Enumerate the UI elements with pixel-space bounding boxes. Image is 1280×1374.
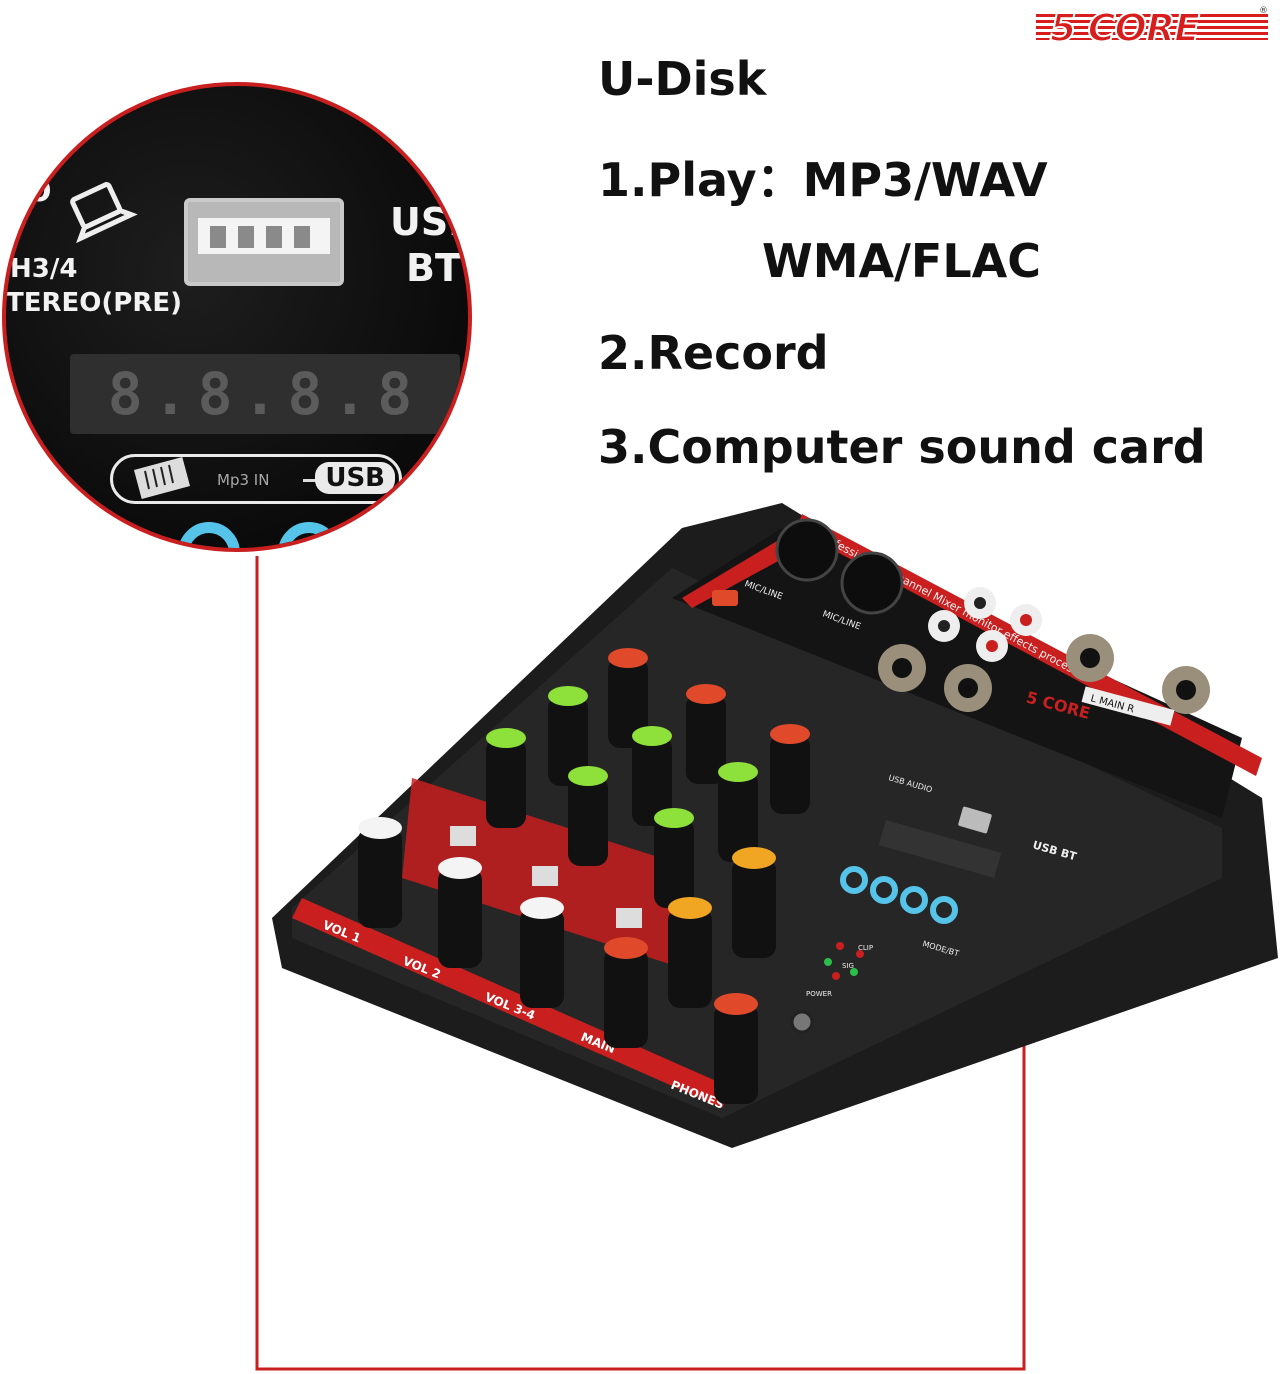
knob-red [770,724,810,814]
zoom-label-stereo: TEREO(PRE) [6,288,182,318]
knob-white [438,857,482,968]
mixer-small-icon [133,457,191,499]
zoom-bt-label: BT [406,246,461,290]
usb-badge: USB [315,462,395,494]
title-heading: U-Disk [598,52,767,106]
usb-port [184,198,344,286]
knob-red [608,648,648,748]
knob-red [604,937,648,1048]
knob-red [714,993,758,1104]
knob-green [632,726,672,826]
cyan-button [178,522,240,548]
mp3-usb-pill: Mp3 IN USB [110,454,402,504]
cyan-button [278,522,340,548]
knob-green [486,728,526,828]
record-heading: 2.Record [598,326,829,380]
knob-green [654,808,694,908]
knob-orange [732,847,776,958]
sig-label: SIG [842,962,854,970]
zoom-detail-circle: O H3/4 TEREO(PRE) USB BT 8.8.8.8 Mp3 IN … [2,82,472,552]
knob-white [520,897,564,1008]
mp3-in-label: Mp3 IN [217,471,270,489]
zoom-label-o: O [26,174,52,209]
knob-green [568,766,608,866]
play-heading: 1.Play：MP3/WAV [598,153,1048,207]
play-formats-heading: WMA/FLAC [762,234,1042,288]
power-label: POWER [806,990,832,998]
audio-mixer-device: Professional 4-Channel Mixer monitor eff… [272,503,1278,1148]
led-display: 8.8.8.8 [70,354,460,434]
sound-card-heading: 3.Computer sound card [598,420,1206,474]
knob-green [548,686,588,786]
logo-stripes [1036,14,1268,40]
knob-green [718,762,758,862]
zoom-label-ch34: H3/4 [10,254,78,284]
knob-white [358,817,402,928]
arrow-icon [303,479,325,482]
logo-text: 5 CORE [1049,5,1201,51]
brand-logo: 5 CORE ® [1036,5,1268,51]
zoom-usb-label: USB [390,200,472,244]
clip-label: CLIP [858,944,873,952]
registered-mark: ® [1259,6,1268,16]
knob-orange [668,897,712,1008]
knob-red [686,684,726,784]
laptop-icon [70,182,138,244]
